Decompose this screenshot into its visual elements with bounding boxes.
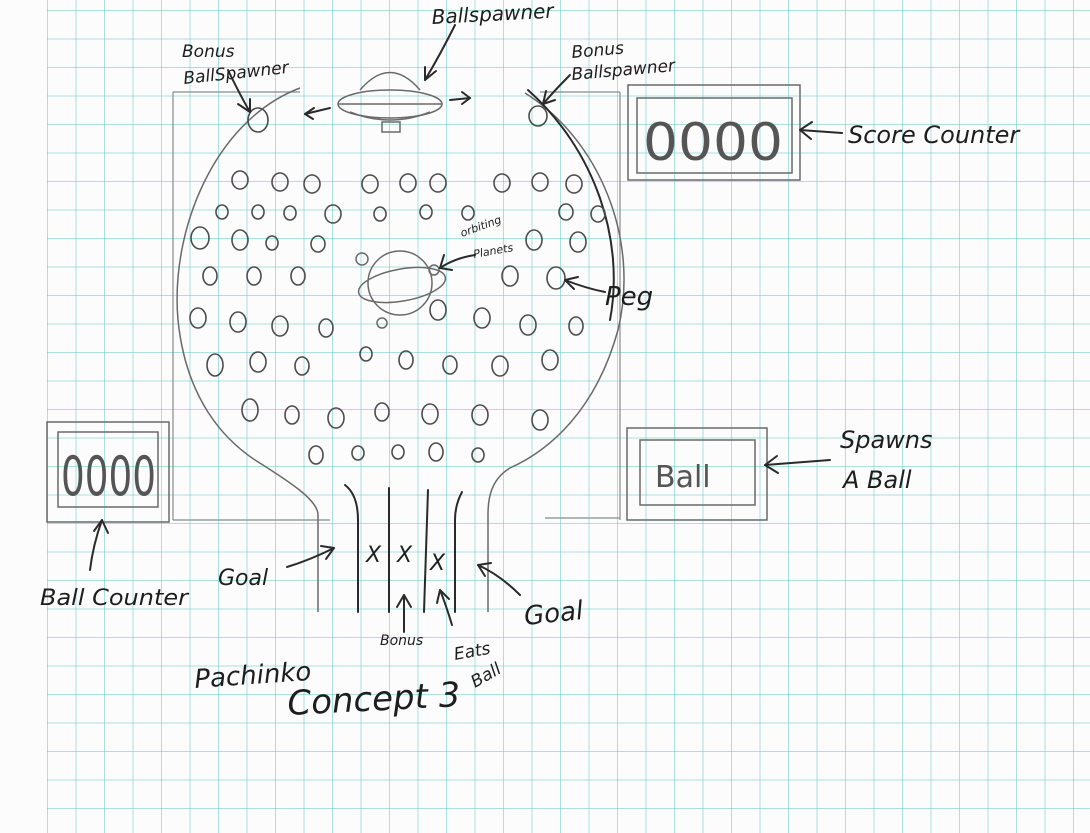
bonus-spawner-left bbox=[247, 107, 269, 133]
peg bbox=[373, 206, 387, 222]
label-peg: Peg bbox=[605, 282, 653, 312]
label-eats: Eats bbox=[452, 639, 492, 665]
peg bbox=[231, 229, 249, 251]
peg-field bbox=[189, 170, 606, 465]
board-outline-right bbox=[487, 92, 625, 612]
peg bbox=[569, 231, 587, 253]
label-bonus-spawner-left-1: Bonus bbox=[182, 42, 235, 62]
label-orbiting-1: orbiting bbox=[459, 213, 504, 240]
peg bbox=[429, 299, 447, 321]
peg bbox=[324, 204, 342, 224]
peg bbox=[531, 172, 549, 192]
peg bbox=[565, 174, 583, 194]
orbiting-planets bbox=[355, 250, 447, 329]
peg bbox=[391, 444, 405, 460]
peg bbox=[290, 266, 306, 286]
peg bbox=[310, 235, 326, 253]
peg bbox=[215, 204, 229, 220]
peg bbox=[428, 442, 444, 462]
peg bbox=[421, 403, 439, 425]
label-bonus-spawner-right-1: Bonus bbox=[571, 38, 625, 63]
ball-spawner-ufo bbox=[304, 71, 471, 133]
peg bbox=[471, 404, 489, 426]
peg bbox=[265, 235, 279, 251]
peg bbox=[249, 351, 267, 373]
peg bbox=[327, 407, 345, 429]
goal-lanes bbox=[344, 484, 463, 613]
annotation-arrows bbox=[89, 24, 843, 633]
peg bbox=[361, 174, 379, 194]
board-outline-right-ink bbox=[527, 89, 615, 321]
peg bbox=[229, 311, 247, 333]
peg bbox=[202, 266, 218, 286]
peg bbox=[471, 447, 485, 463]
bonus-spawner-right bbox=[528, 105, 548, 127]
label-concept: Concept 3 bbox=[286, 675, 461, 724]
peg bbox=[284, 405, 300, 425]
score-counter-display: 0000 bbox=[627, 84, 801, 181]
peg bbox=[318, 318, 334, 338]
peg bbox=[283, 205, 297, 221]
peg bbox=[541, 349, 559, 371]
board-outline-left bbox=[176, 87, 319, 612]
peg bbox=[271, 172, 289, 192]
peg bbox=[359, 346, 373, 362]
peg bbox=[308, 445, 324, 465]
label-bonus-spawner-left-2: BallSpawner bbox=[182, 58, 290, 89]
peg bbox=[442, 355, 458, 375]
peg bbox=[241, 398, 259, 422]
peg bbox=[206, 353, 224, 377]
label-spawns-1: Spawns bbox=[840, 426, 933, 454]
slot-mark-middle: X bbox=[396, 543, 413, 568]
label-spawns-2: A Ball bbox=[841, 466, 912, 494]
peg bbox=[590, 205, 606, 223]
label-orbiting-2: Planets bbox=[472, 241, 514, 261]
peg bbox=[519, 314, 537, 336]
peg bbox=[558, 203, 574, 221]
peg bbox=[473, 307, 491, 329]
peg bbox=[429, 173, 447, 193]
slot-mark-right: X bbox=[429, 551, 446, 576]
peg bbox=[246, 266, 262, 286]
spawn-ball-button-label: Ball bbox=[655, 460, 711, 495]
label-bonus: Bonus bbox=[380, 633, 423, 649]
peg bbox=[491, 355, 509, 377]
label-goal-left: Goal bbox=[218, 566, 268, 591]
peg bbox=[531, 409, 549, 431]
peg bbox=[501, 265, 519, 287]
peg bbox=[190, 226, 210, 250]
spawn-ball-button[interactable]: Ball bbox=[626, 427, 768, 521]
ball-counter-display: 0000 bbox=[46, 421, 170, 523]
peg bbox=[251, 204, 265, 220]
peg bbox=[374, 402, 390, 422]
peg bbox=[568, 316, 584, 336]
peg bbox=[398, 350, 414, 370]
peg bbox=[419, 204, 433, 220]
label-ball-spawner: Ballspawner bbox=[431, 0, 556, 29]
label-ball: Ball bbox=[468, 659, 506, 692]
ball-counter-digits: 0000 bbox=[61, 445, 156, 508]
peg bbox=[351, 445, 365, 461]
peg bbox=[525, 229, 543, 251]
peg bbox=[189, 307, 207, 329]
peg bbox=[303, 174, 321, 194]
peg bbox=[231, 170, 249, 190]
peg bbox=[493, 173, 511, 193]
peg bbox=[399, 173, 417, 193]
peg bbox=[461, 205, 475, 221]
peg bbox=[271, 315, 289, 337]
slot-mark-left: X bbox=[365, 543, 382, 568]
label-goal-right: Goal bbox=[523, 596, 586, 632]
label-ball-counter: Ball Counter bbox=[40, 586, 190, 611]
cabinet-outline bbox=[172, 91, 621, 521]
peg bbox=[294, 356, 310, 376]
score-counter-digits: 0000 bbox=[643, 113, 783, 173]
peg bbox=[546, 266, 566, 290]
label-score-counter: Score Counter bbox=[848, 121, 1021, 149]
